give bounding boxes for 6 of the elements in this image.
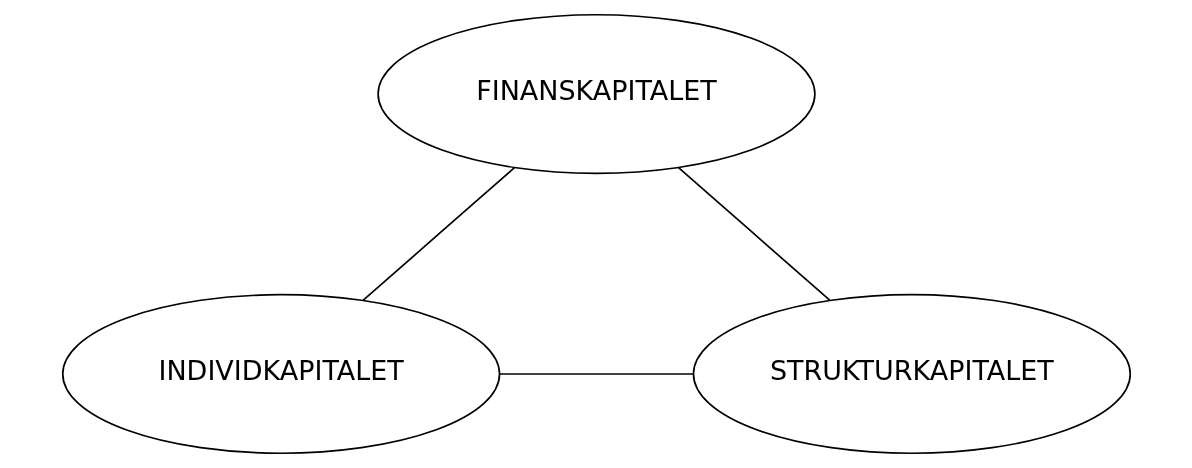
node-ellipse: STRUKTURKAPITALET <box>692 293 1131 455</box>
node-ellipse: FINANSKAPITALET <box>376 13 816 175</box>
connector <box>361 166 515 302</box>
connector <box>498 373 694 375</box>
node-ellipse: INDIVIDKAPITALET <box>61 293 500 455</box>
connector <box>677 166 831 302</box>
